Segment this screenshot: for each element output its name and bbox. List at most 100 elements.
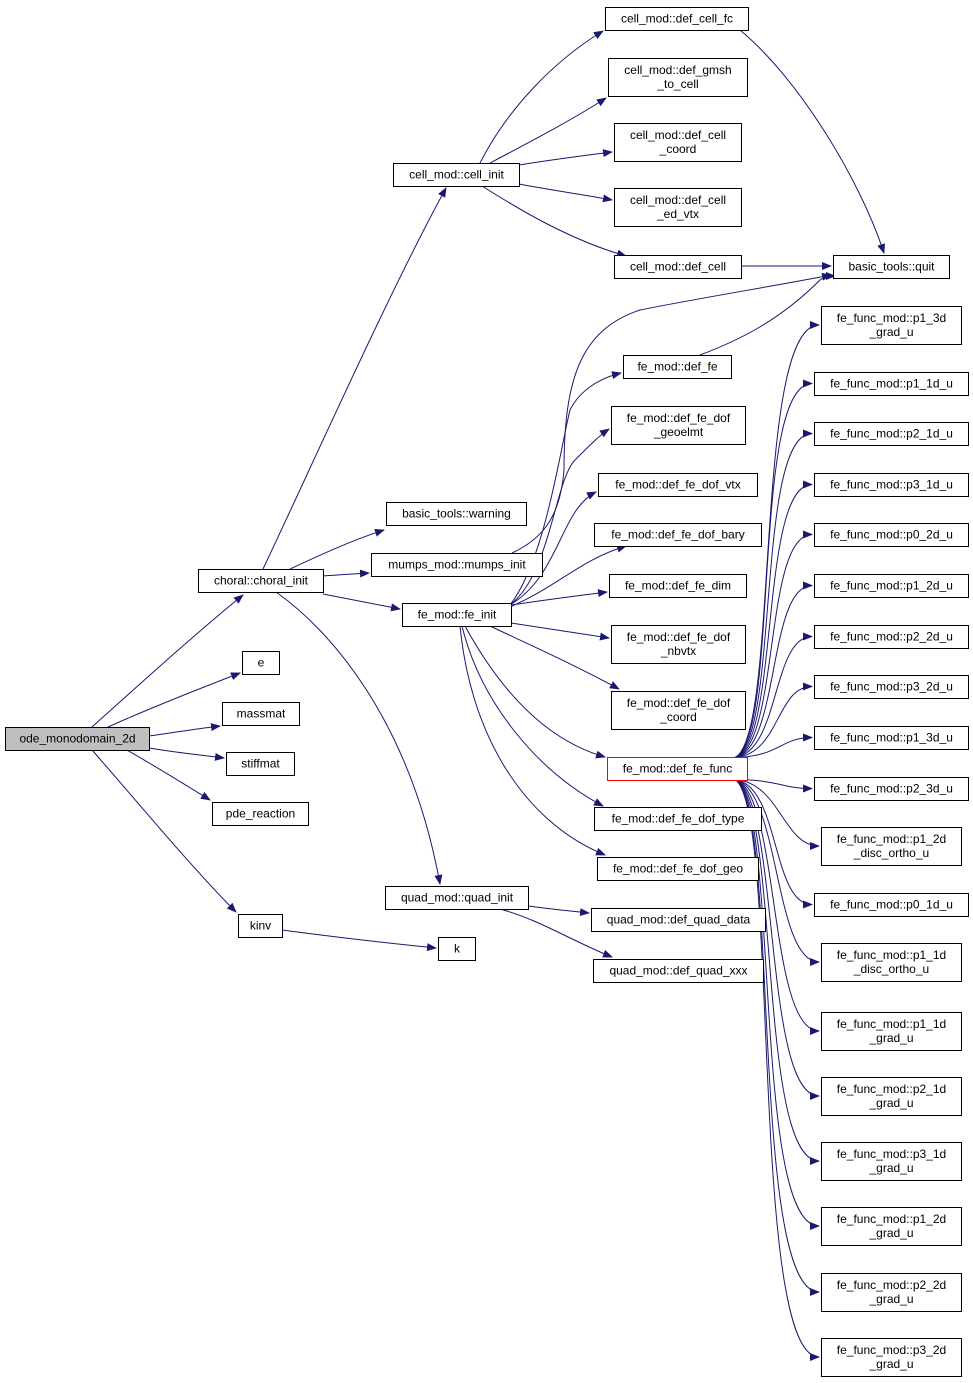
node-def-cell-coord[interactable]: cell_mod::def_cell_coord [614,123,742,162]
edge-ode-monodomain-2d-to-massmat [148,723,221,737]
edge-choral-init-to-warning [289,528,385,570]
node-box [598,473,758,497]
edge-fe-init-to-def-fe-dof-coord [489,625,620,690]
edge-def-fe-func-to-p3-1d-grad-u [734,779,820,1165]
node-p0-2d-u[interactable]: fe_func_mod::p0_2d_u [814,523,969,547]
edge-cell-init-to-def-cell [481,185,627,258]
node-box [386,502,527,526]
node-label: _ed_vtx [656,207,699,221]
node-p2-1d-u[interactable]: fe_func_mod::p2_1d_u [814,422,969,446]
node-k[interactable]: k [438,937,476,961]
node-p1-2d-disc-ortho-u[interactable]: fe_func_mod::p1_2d_disc_ortho_u [821,827,962,866]
edge-def-fe-func-to-p2-2d-grad-u [734,779,820,1296]
node-label: cell_mod::cell_init [409,168,504,182]
node-p1-2d-grad-u[interactable]: fe_func_mod::p1_2d_grad_u [821,1207,962,1246]
edge-fe-init-to-def-fe-dof-bary [509,544,627,608]
node-label: cell_mod::def_cell [630,260,726,274]
edge-def-fe-to-quit [699,272,836,356]
node-box [393,163,520,187]
node-e[interactable]: e [242,651,280,675]
edge-def-fe-func-to-p1-2d-disc-ortho-u [734,779,820,850]
edge-fe-init-to-def-fe-dim [510,589,608,606]
node-box [833,255,950,279]
node-box [614,123,742,162]
node-label: k [454,942,461,956]
edge-ode-monodomain-2d-to-e [107,672,241,728]
node-p3-1d-u[interactable]: fe_func_mod::p3_1d_u [814,473,969,497]
node-label: fe_func_mod::p3_1d [837,1147,946,1161]
node-label: _grad_u [868,1161,913,1175]
node-p1-1d-grad-u[interactable]: fe_func_mod::p1_1d_grad_u [821,1012,962,1051]
node-p1-1d-u[interactable]: fe_func_mod::p1_1d_u [814,372,969,396]
node-label: fe_func_mod::p1_2d_u [830,579,953,593]
node-p2-1d-grad-u[interactable]: fe_func_mod::p2_1d_grad_u [821,1077,962,1116]
node-def-quad-xxx[interactable]: quad_mod::def_quad_xxx [593,959,764,983]
node-p0-1d-u[interactable]: fe_func_mod::p0_1d_u [814,893,969,917]
node-pde-reaction[interactable]: pde_reaction [212,802,309,826]
node-def-cell-ed-vtx[interactable]: cell_mod::def_cell_ed_vtx [614,188,742,227]
edge-def-fe-func-to-p1-1d-disc-ortho-u [734,779,820,966]
node-p1-3d-u[interactable]: fe_func_mod::p1_3d_u [814,726,969,750]
node-mumps-init[interactable]: mumps_mod::mumps_init [371,553,543,577]
node-choral-init[interactable]: choral::choral_init [198,569,324,593]
node-warning[interactable]: basic_tools::warning [386,502,527,526]
node-fe-init[interactable]: fe_mod::fe_init [402,603,512,627]
node-stiffmat[interactable]: stiffmat [226,752,295,776]
node-def-fe-dof-geo[interactable]: fe_mod::def_fe_dof_geo [597,857,759,881]
node-p1-2d-u[interactable]: fe_func_mod::p1_2d_u [814,574,969,598]
node-def-fe-func[interactable]: fe_mod::def_fe_func [607,757,748,781]
node-def-fe-dof-nbvtx[interactable]: fe_mod::def_fe_dof_nbvtx [611,625,746,664]
node-p1-1d-disc-ortho-u[interactable]: fe_func_mod::p1_1d_disc_ortho_u [821,943,962,982]
node-def-quad-data[interactable]: quad_mod::def_quad_data [591,908,766,932]
edge-def-fe-func-to-p1-2d-grad-u [734,779,820,1230]
node-label: fe_mod::def_fe_dof_type [612,812,745,826]
node-p3-2d-u[interactable]: fe_func_mod::p3_2d_u [814,675,969,699]
node-def-cell-fc[interactable]: cell_mod::def_cell_fc [605,7,749,31]
node-def-fe-dof-coord[interactable]: fe_mod::def_fe_dof_coord [611,691,746,730]
node-p3-1d-grad-u[interactable]: fe_func_mod::p3_1d_grad_u [821,1142,962,1181]
node-p1-3d-grad-u[interactable]: fe_func_mod::p1_3d_grad_u [821,306,962,345]
node-def-gmsh-to-cell[interactable]: cell_mod::def_gmsh_to_cell [608,58,748,97]
edge-fe-init-to-def-fe-func [464,625,606,759]
node-box [594,807,762,831]
node-quit[interactable]: basic_tools::quit [833,255,950,279]
edge-cell-init-to-def-cell-ed-vtx [518,183,613,203]
node-massmat[interactable]: massmat [222,702,300,726]
edge-fe-init-to-def-fe-dof-type [461,625,604,807]
node-def-fe-dof-type[interactable]: fe_mod::def_fe_dof_type [594,807,762,831]
node-def-fe-dof-geoelmt[interactable]: fe_mod::def_fe_dof_geoelmt [611,406,746,445]
node-def-fe-dof-bary[interactable]: fe_mod::def_fe_dof_bary [594,523,762,547]
node-p3-2d-grad-u[interactable]: fe_func_mod::p3_2d_grad_u [821,1338,962,1377]
node-p2-2d-u[interactable]: fe_func_mod::p2_2d_u [814,625,969,649]
node-box [242,651,280,675]
node-box [594,523,762,547]
node-def-fe-dim[interactable]: fe_mod::def_fe_dim [609,574,747,598]
node-p2-3d-u[interactable]: fe_func_mod::p2_3d_u [814,777,969,801]
node-kinv[interactable]: kinv [238,914,283,938]
edge-choral-init-to-cell-init [262,187,447,570]
node-box [609,574,747,598]
node-box [821,943,962,982]
node-box [5,727,150,751]
node-label: fe_mod::def_fe_dof_geo [613,862,743,876]
edge-fe-init-to-def-fe-dof-geo [459,625,606,856]
node-box [814,893,969,917]
edge-def-fe-func-to-p0-1d-u [734,779,813,909]
node-p2-2d-grad-u[interactable]: fe_func_mod::p2_2d_grad_u [821,1273,962,1312]
node-box [821,827,962,866]
node-def-cell[interactable]: cell_mod::def_cell [614,255,742,279]
node-label: _grad_u [868,1031,913,1045]
node-label: fe_func_mod::p0_2d_u [830,528,953,542]
edge-fe-init-to-def-fe-dof-vtx [509,491,597,606]
node-label: basic_tools::warning [402,507,511,521]
node-def-fe[interactable]: fe_mod::def_fe [623,355,732,379]
node-label: _coord [659,142,697,156]
node-label: fe_mod::def_fe_func [623,762,732,776]
node-cell-init[interactable]: cell_mod::cell_init [393,163,520,187]
node-quad-init[interactable]: quad_mod::quad_init [385,886,529,910]
edges-layer [91,29,885,1361]
node-box [198,569,324,593]
node-ode-monodomain-2d[interactable]: ode_monodomain_2d [5,727,150,751]
node-def-fe-dof-vtx[interactable]: fe_mod::def_fe_dof_vtx [598,473,758,497]
node-label: fe_func_mod::p3_1d_u [830,478,953,492]
